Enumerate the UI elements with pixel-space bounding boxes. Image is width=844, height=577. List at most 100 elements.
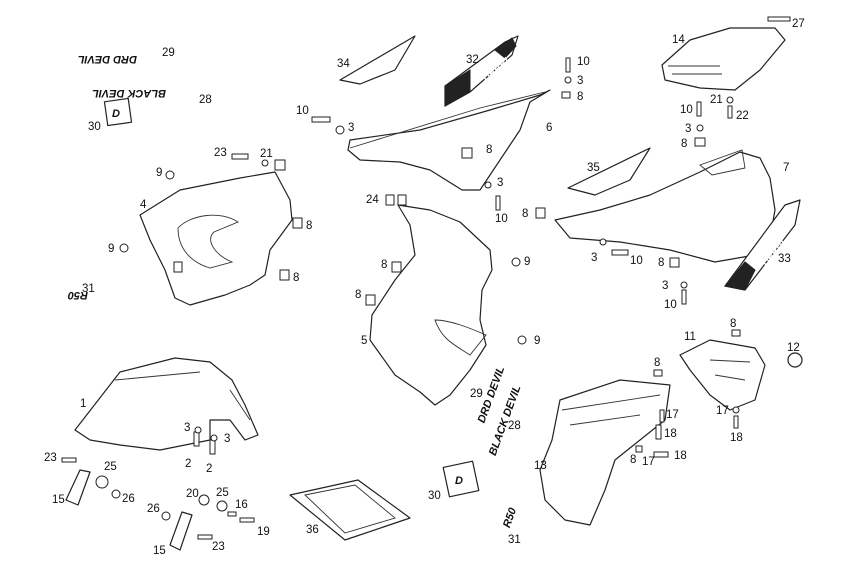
callout-3: 3 (685, 123, 691, 135)
callout-10: 10 (664, 299, 677, 311)
callout-33: 33 (778, 253, 791, 265)
decal-drd-devil-top: DRD DEVIL (77, 53, 137, 65)
callout-3: 3 (184, 422, 190, 434)
callout-13: 13 (534, 460, 547, 472)
callout-5: 5 (361, 335, 367, 347)
callout-31: 31 (508, 534, 521, 546)
d-badge-frame (103, 97, 133, 127)
callout-35: 35 (587, 162, 600, 174)
callout-6: 6 (546, 122, 552, 134)
callout-9: 9 (534, 335, 540, 347)
decal-r50-top: R50 (67, 289, 88, 301)
callout-23: 23 (214, 147, 227, 159)
callout-18: 18 (664, 428, 677, 440)
callout-25: 25 (216, 487, 229, 499)
side-reflector-lower (169, 511, 193, 551)
callout-23: 23 (212, 541, 225, 553)
callout-3: 3 (577, 75, 583, 87)
callout-18: 18 (674, 450, 687, 462)
decal-d-badge-top: D (103, 97, 133, 127)
callout-3: 3 (348, 122, 354, 134)
callout-8: 8 (306, 220, 312, 232)
callout-3: 3 (662, 280, 668, 292)
derbi-stripe-32: DERBI (444, 35, 519, 107)
callout-4: 4 (140, 199, 147, 211)
callout-8: 8 (654, 357, 660, 369)
callout-3: 3 (224, 433, 230, 445)
d-badge-letter: D (112, 108, 120, 120)
callout-1: 1 (80, 398, 86, 410)
callout-8: 8 (522, 208, 528, 220)
front-fender (74, 357, 259, 451)
callout-26: 26 (122, 493, 135, 505)
left-side-panel (139, 171, 293, 306)
callout-30: 30 (428, 490, 441, 502)
callout-16: 16 (235, 499, 248, 511)
callout-28: 28 (199, 94, 212, 106)
decal-r50-lower: R50 (501, 506, 519, 530)
callout-10: 10 (577, 56, 590, 68)
callout-26: 26 (147, 503, 160, 515)
callout-27: 27 (792, 18, 805, 30)
callout-8: 8 (486, 144, 492, 156)
callout-8: 8 (293, 272, 299, 284)
decal-drd-devil-text: DRD DEVIL (77, 53, 137, 65)
callout-32: 32 (466, 54, 479, 66)
callout-17: 17 (716, 405, 729, 417)
callout-3: 3 (497, 177, 503, 189)
callout-8: 8 (577, 91, 583, 103)
callout-7: 7 (783, 162, 789, 174)
side-trim-34 (339, 35, 416, 85)
callout-10: 10 (680, 104, 693, 116)
callout-2: 2 (206, 463, 212, 475)
decal-black-devil-text: BLACK DEVIL (92, 87, 166, 99)
decal-r50-text: R50 (67, 289, 88, 301)
callout-28: 28 (508, 420, 521, 432)
callout-labels: 29 28 30 31 34 32 10 3 10 3 8 6 8 3 10 1… (44, 18, 805, 557)
callout-17: 17 (642, 456, 655, 468)
decal-r50-lower-text: R50 (501, 506, 519, 530)
callout-8: 8 (630, 454, 636, 466)
callout-10: 10 (630, 255, 643, 267)
callout-19: 19 (257, 526, 270, 538)
side-trim-35 (567, 147, 651, 196)
callout-2: 2 (185, 458, 191, 470)
callout-15: 15 (52, 494, 65, 506)
callout-10: 10 (495, 213, 508, 225)
callout-9: 9 (156, 167, 162, 179)
side-reflector-upper (65, 469, 91, 506)
callout-18: 18 (730, 432, 743, 444)
callout-31: 31 (82, 283, 95, 295)
callout-8: 8 (658, 257, 664, 269)
callout-3: 3 (591, 252, 597, 264)
callout-30: 30 (88, 121, 101, 133)
callout-9: 9 (524, 256, 530, 268)
seat (661, 16, 791, 91)
callout-36: 36 (306, 524, 319, 536)
callout-8: 8 (730, 318, 736, 330)
callout-15: 15 (153, 545, 166, 557)
callout-20: 20 (186, 488, 199, 500)
callout-24: 24 (366, 194, 379, 206)
seat-clip-27 (767, 16, 791, 22)
d-badge-lower-frame (442, 460, 480, 498)
document-bag (289, 479, 411, 541)
callout-8: 8 (381, 259, 387, 271)
decal-d-badge-lower: D (442, 460, 480, 498)
callout-34: 34 (337, 58, 350, 70)
number-plate-bracket (679, 339, 766, 411)
callout-8: 8 (355, 289, 361, 301)
callout-10: 10 (296, 105, 309, 117)
callout-12: 12 (787, 342, 800, 354)
callout-29: 29 (162, 47, 175, 59)
callout-25: 25 (104, 461, 117, 473)
callout-11: 11 (684, 331, 696, 343)
front-side-cover (369, 204, 493, 406)
rear-tail-cover (554, 149, 776, 263)
callout-22: 22 (736, 110, 749, 122)
callout-17: 17 (666, 409, 679, 421)
callout-29: 29 (470, 388, 483, 400)
callout-21: 21 (710, 94, 723, 106)
